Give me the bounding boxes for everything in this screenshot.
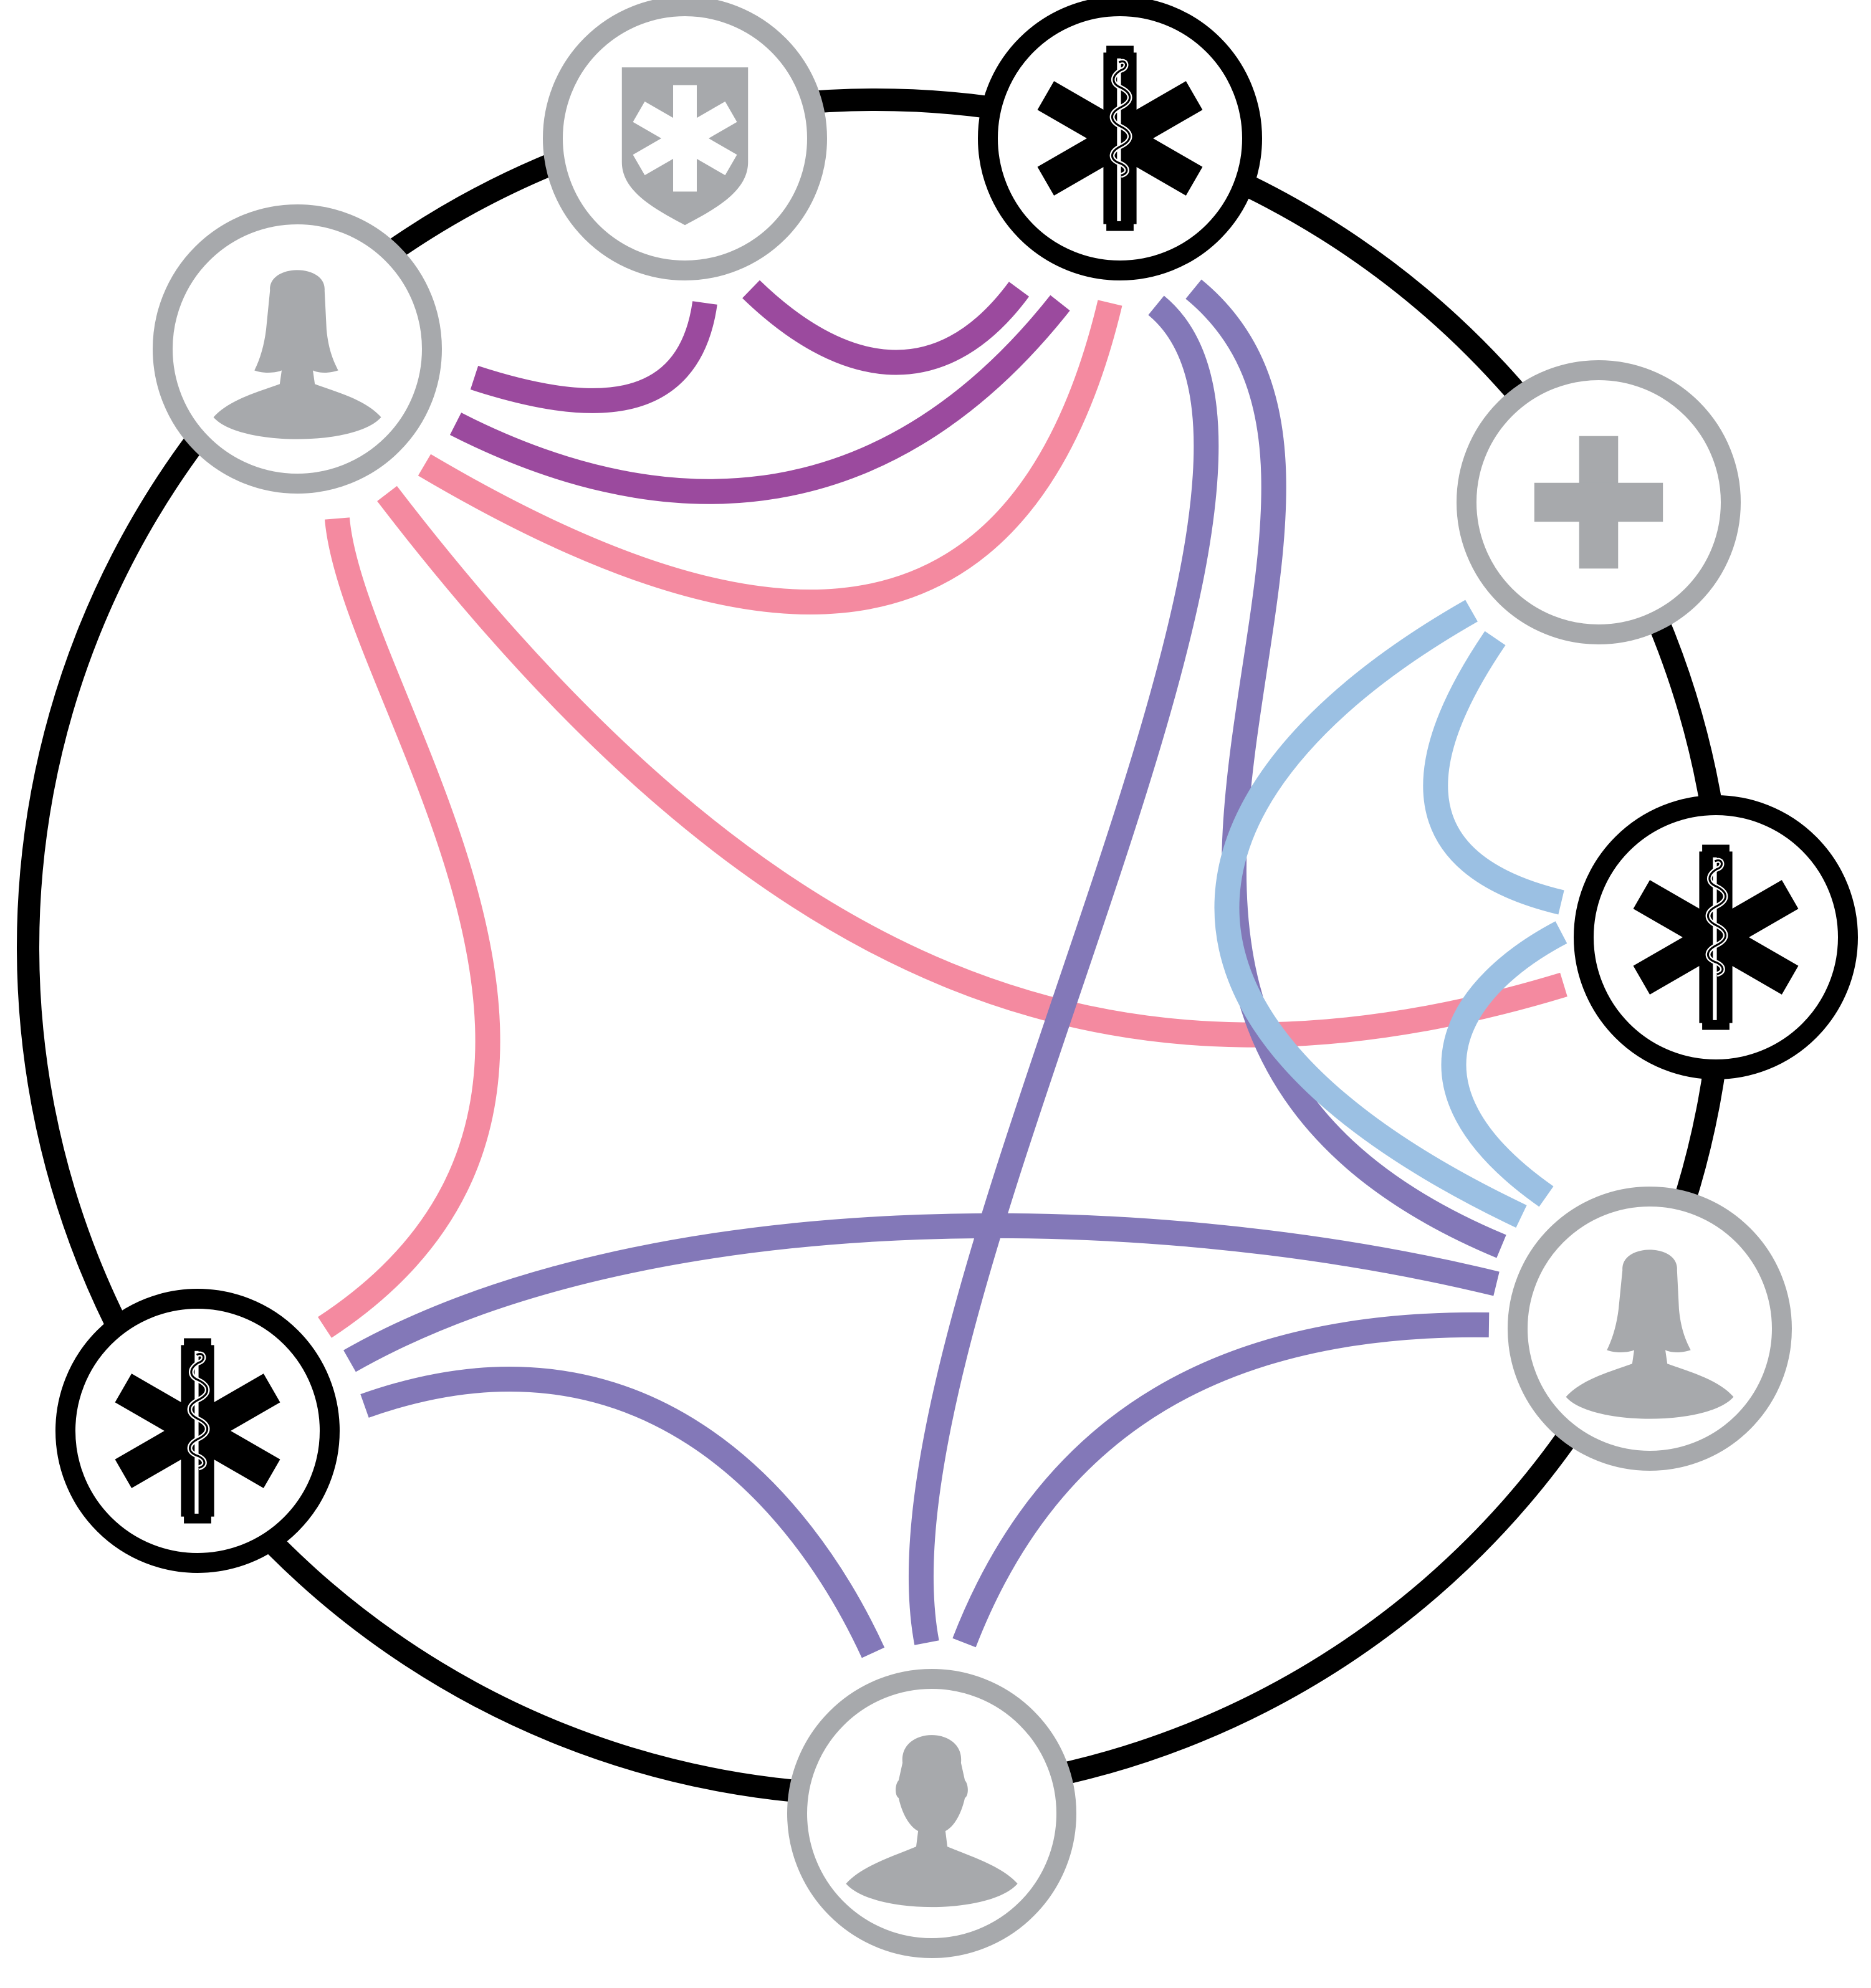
- edge-ems-top-person-male: [908, 295, 1219, 1645]
- edge-ems-top-person-right: [1185, 279, 1506, 1258]
- edge-cross-ems-right: [1423, 631, 1564, 915]
- node-security-shield: [543, 0, 827, 280]
- edge-shield-ems-top: [742, 280, 1030, 375]
- node-person-female-top-left: [153, 204, 442, 494]
- edges: [318, 279, 1567, 1658]
- node-ems-star-top: [978, 0, 1262, 280]
- edge-person-shield: [470, 301, 717, 413]
- node-medical-cross: [1457, 360, 1741, 644]
- edge-person-ems-left: [318, 517, 500, 1338]
- node-person-male-bottom: [787, 1669, 1076, 1958]
- edge-ems-left-person-male: [360, 1367, 885, 1658]
- edge-person-ems-top-pink: [418, 300, 1122, 614]
- node-ems-star-left: [55, 1289, 340, 1573]
- edge-person-male-person-right: [952, 1312, 1490, 1648]
- edge-ems-left-person-right: [343, 1213, 1500, 1372]
- edge-person-ems-top-purple: [449, 295, 1070, 504]
- edge-ems-right-person-right: [1441, 921, 1567, 1207]
- node-person-female-right: [1508, 1187, 1792, 1471]
- node-ems-star-right: [1574, 795, 1858, 1079]
- edge-cross-person-right: [1214, 600, 1527, 1228]
- edge-person-ems-right: [377, 485, 1567, 1048]
